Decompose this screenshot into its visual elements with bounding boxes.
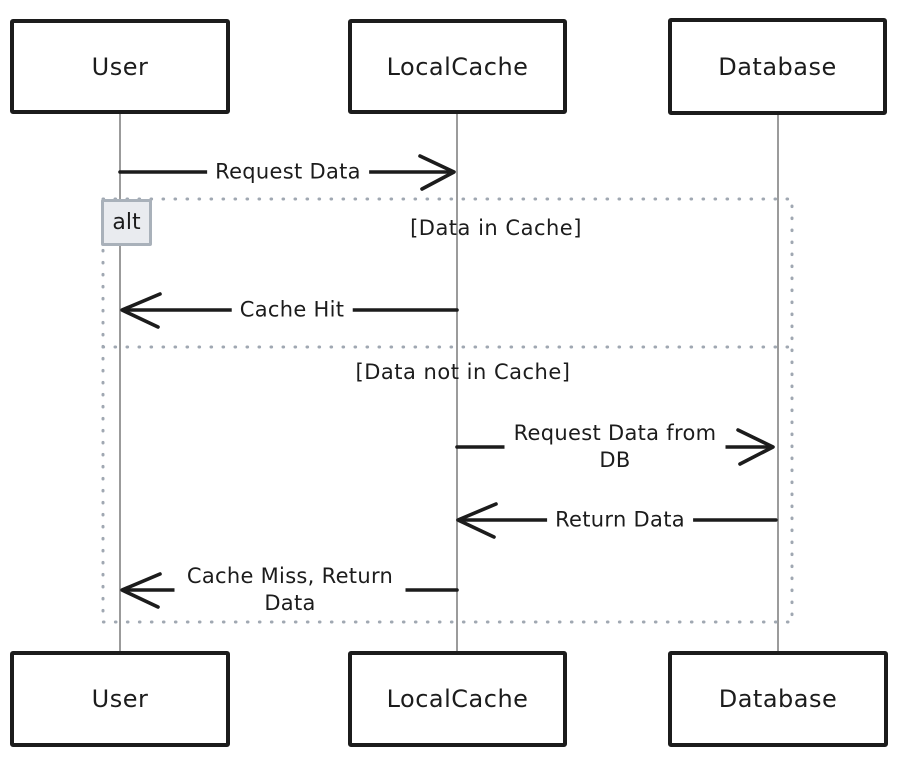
alt-frame-rect xyxy=(101,197,794,624)
actor-label: User xyxy=(91,52,149,81)
arrowhead-right-icon xyxy=(736,428,775,466)
arrowhead-left-icon xyxy=(120,572,162,609)
message-label-cache-hit: Cache Hit xyxy=(231,295,353,325)
message-label-return-data: Return Data xyxy=(547,505,693,535)
branch-condition-data-in-cache: [Data in Cache] xyxy=(410,216,582,240)
actor-box-user-bottom: User xyxy=(10,651,230,747)
arrowhead-left-icon xyxy=(120,292,162,329)
actor-label: Database xyxy=(718,685,838,713)
arrowhead-right-icon xyxy=(418,154,456,191)
actor-label: Database xyxy=(718,52,837,81)
actor-label: LocalCache xyxy=(386,685,529,713)
message-label-request-data: Request Data xyxy=(207,157,369,187)
actor-label: LocalCache xyxy=(386,52,529,81)
actor-box-user-top: User xyxy=(10,19,230,114)
alt-frame-border xyxy=(101,197,794,624)
alt-label-text: alt xyxy=(112,210,141,235)
branch-condition-data-not-in-cache: [Data not in Cache] xyxy=(355,360,571,384)
actor-box-localcache-bottom: LocalCache xyxy=(348,651,567,747)
actor-box-localcache-top: LocalCache xyxy=(348,19,567,114)
message-label-cache-miss-return-data: Cache Miss, Return Data xyxy=(174,562,406,618)
actor-box-database-bottom: Database xyxy=(668,651,888,747)
actor-box-database-top: Database xyxy=(668,18,887,115)
actor-label: User xyxy=(91,685,149,713)
message-label-request-data-from-db: Request Data from DB xyxy=(504,419,726,475)
arrowhead-left-icon xyxy=(456,502,498,539)
alt-operator-label: alt xyxy=(101,199,152,246)
